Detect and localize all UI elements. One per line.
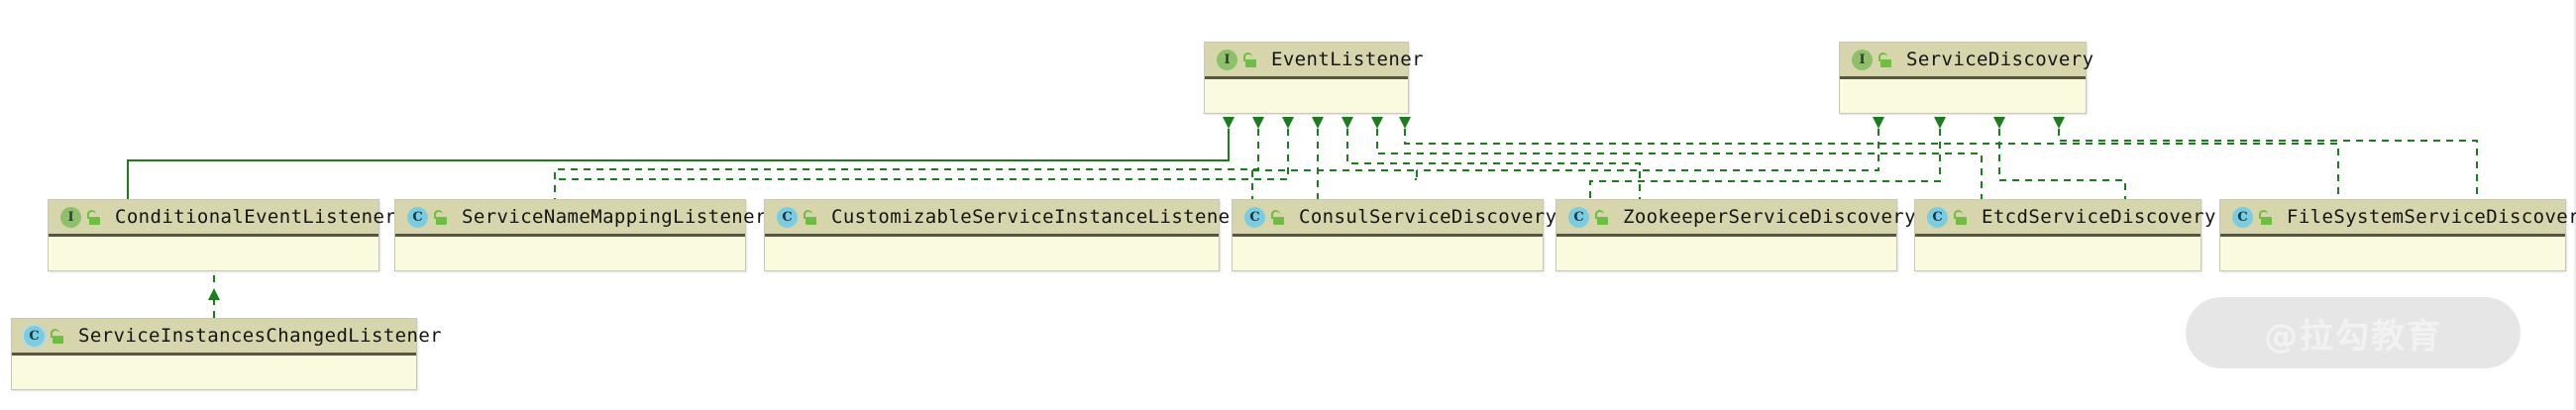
- class-icon: C: [1927, 206, 1948, 228]
- edge-customizable-service-instance-listener-to-event-listener: [555, 129, 1289, 180]
- node-service-name-mapping-listener-members: [395, 237, 745, 270]
- node-service-discovery-title: ServiceDiscovery: [1906, 49, 2094, 70]
- node-zookeeper-service-discovery-header: C ZookeeperServiceDiscovery: [1556, 200, 1916, 237]
- node-file-system-service-discovery-title: FileSystemServiceDiscovery: [2287, 206, 2576, 228]
- canvas-right-edge: [2573, 0, 2576, 410]
- node-zookeeper-service-discovery[interactable]: C ZookeeperServiceDiscovery: [1556, 199, 1916, 271]
- node-consul-service-discovery[interactable]: C ConsulServiceDiscovery: [1232, 199, 1556, 271]
- open-lock-icon: [87, 209, 101, 225]
- open-lock-icon: [804, 209, 817, 225]
- node-etcd-service-discovery-members: [1915, 237, 2200, 270]
- class-icon: C: [407, 206, 428, 228]
- node-service-name-mapping-listener-title: ServiceNameMappingListener: [462, 206, 767, 228]
- node-conditional-event-listener-title: ConditionalEventListener: [115, 206, 397, 228]
- node-conditional-event-listener[interactable]: I ConditionalEventListener: [48, 199, 396, 271]
- node-event-listener-title: EventListener: [1271, 49, 1424, 70]
- edge-zookeeper-service-discovery-to-service-discovery: [1589, 129, 1941, 199]
- edge-consul-service-discovery-riser: [1415, 170, 1418, 180]
- edge-conditional-event-listener-to-event-listener: [127, 129, 1230, 199]
- class-icon: C: [777, 206, 798, 228]
- node-file-system-service-discovery-members: [2220, 237, 2565, 270]
- node-service-instances-changed-listener[interactable]: C ServiceInstancesChangedListener: [11, 318, 442, 390]
- node-service-name-mapping-listener-header: C ServiceNameMappingListener: [395, 200, 766, 237]
- node-zookeeper-service-discovery-members: [1556, 237, 1896, 270]
- node-consul-service-discovery-title: ConsulServiceDiscovery: [1299, 206, 1557, 228]
- edge-etcd-service-discovery-to-event-listener: [1376, 129, 1983, 199]
- open-lock-icon: [2259, 209, 2273, 225]
- node-service-instances-changed-listener-title: ServiceInstancesChangedListener: [78, 325, 443, 347]
- node-consul-service-discovery-header: C ConsulServiceDiscovery: [1233, 200, 1556, 237]
- node-customizable-service-instance-listener-title: CustomizableServiceInstanceListener: [831, 206, 1242, 228]
- class-icon: C: [2232, 206, 2253, 228]
- arrowhead-conditional-event-listener-bottom: [208, 288, 220, 300]
- open-lock-icon: [434, 209, 448, 225]
- open-lock-icon: [51, 328, 64, 344]
- open-lock-icon: [1243, 51, 1257, 67]
- edge-service-name-mapping-listener-to-event-listener: [554, 129, 1259, 199]
- node-customizable-service-instance-listener-members: [765, 237, 1219, 270]
- node-service-discovery[interactable]: I ServiceDiscovery: [1839, 42, 2093, 114]
- node-event-listener[interactable]: I EventListener: [1204, 42, 1424, 114]
- edge-file-system-service-discovery-to-service-discovery: [2058, 129, 2478, 199]
- open-lock-icon: [1595, 209, 1609, 225]
- node-file-system-service-discovery-header: C FileSystemServiceDiscovery: [2220, 200, 2576, 237]
- abstract-class-icon: C: [24, 325, 45, 347]
- interface-icon: I: [1217, 49, 1237, 70]
- node-etcd-service-discovery-title: EtcdServiceDiscovery: [1982, 206, 2216, 228]
- open-lock-icon: [1954, 209, 1968, 225]
- node-event-listener-header: I EventListener: [1205, 43, 1424, 79]
- node-service-discovery-header: I ServiceDiscovery: [1840, 43, 2093, 79]
- node-service-instances-changed-listener-members: [12, 356, 416, 389]
- interface-icon: I: [1852, 49, 1873, 70]
- node-service-discovery-members: [1840, 79, 2086, 113]
- node-service-instances-changed-listener-header: C ServiceInstancesChangedListener: [12, 319, 442, 356]
- node-customizable-service-instance-listener-header: C CustomizableServiceInstanceListener: [765, 200, 1241, 237]
- node-conditional-event-listener-members: [49, 237, 378, 270]
- node-consul-service-discovery-members: [1233, 237, 1543, 270]
- edge-etcd-service-discovery-to-service-discovery: [1998, 129, 2126, 199]
- arrowheads-service-discovery: [1873, 117, 2065, 129]
- node-service-name-mapping-listener[interactable]: C ServiceNameMappingListener: [394, 199, 766, 271]
- node-file-system-service-discovery[interactable]: C FileSystemServiceDiscovery: [2219, 199, 2576, 271]
- node-customizable-service-instance-listener[interactable]: C CustomizableServiceInstanceListener: [764, 199, 1241, 271]
- node-etcd-service-discovery-header: C EtcdServiceDiscovery: [1915, 200, 2215, 237]
- open-lock-icon: [1271, 209, 1285, 225]
- arrowheads-event-listener: [1223, 117, 1411, 129]
- node-event-listener-members: [1205, 79, 1408, 113]
- node-etcd-service-discovery[interactable]: C EtcdServiceDiscovery: [1914, 199, 2215, 271]
- class-icon: C: [1568, 206, 1589, 228]
- edge-consul-service-discovery-to-service-discovery: [1417, 129, 1879, 171]
- interface-icon: I: [60, 206, 81, 228]
- watermark: @拉勾教育: [2186, 297, 2521, 368]
- class-icon: C: [1244, 206, 1265, 228]
- node-conditional-event-listener-header: I ConditionalEventListener: [49, 200, 396, 237]
- open-lock-icon: [1878, 51, 1892, 67]
- edge-file-system-service-discovery-to-event-listener: [1404, 129, 2339, 199]
- node-zookeeper-service-discovery-title: ZookeeperServiceDiscovery: [1623, 206, 1916, 228]
- edge-zookeeper-service-discovery-to-event-listener: [1346, 129, 1641, 199]
